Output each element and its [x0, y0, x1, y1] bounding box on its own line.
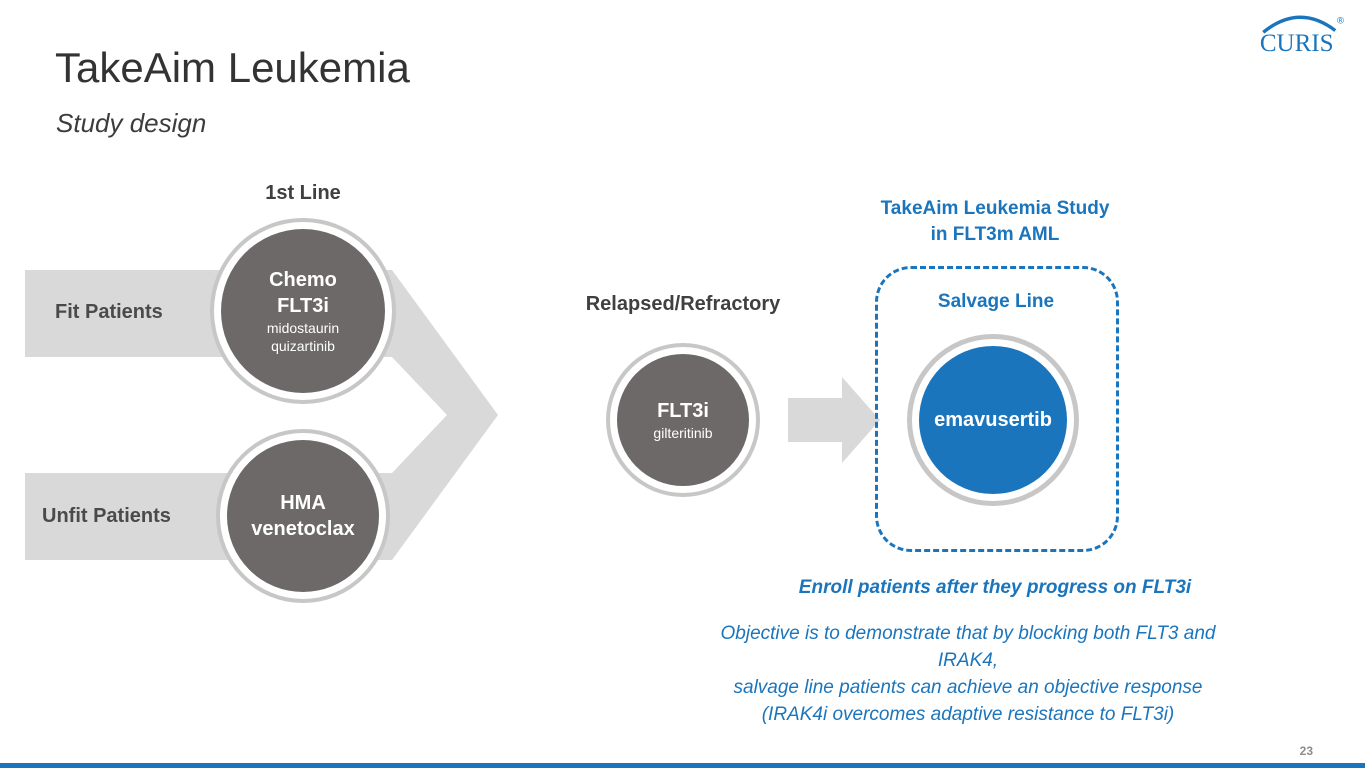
- hma-venetoclax-circle: HMA venetoclax: [227, 440, 379, 592]
- study-box-header: TakeAim Leukemia Study in FLT3m AML: [845, 196, 1145, 248]
- emavusertib-circle: emavusertib: [919, 346, 1067, 494]
- logo-registered-mark: ®: [1337, 15, 1344, 26]
- flt3i-gilteritinib-circle: FLT3i gilteritinib: [617, 354, 749, 486]
- logo-arc-icon: [1262, 15, 1337, 34]
- logo-text: CURIS: [1260, 30, 1334, 56]
- objective-line2: salvage line patients can achieve an obj…: [733, 677, 1203, 698]
- gilteritinib-line: gilteritinib: [653, 425, 713, 441]
- emavusertib-label: emavusertib: [934, 409, 1052, 431]
- first-line-label: 1st Line: [265, 182, 341, 204]
- hma-line: HMA: [280, 492, 326, 514]
- bottom-accent-bar: [0, 763, 1365, 768]
- objective-note: Objective is to demonstrate that by bloc…: [690, 620, 1246, 728]
- study-header-line1: TakeAim Leukemia Study: [880, 198, 1110, 219]
- venetoclax-line: venetoclax: [251, 518, 355, 540]
- midostaurin-line: midostaurin: [266, 320, 340, 336]
- curis-logo-icon: CURIS ®: [1260, 15, 1344, 57]
- relapsed-refractory-label: Relapsed/Refractory: [585, 293, 781, 315]
- slide-title: TakeAim Leukemia: [55, 44, 410, 91]
- page-number: 23: [1299, 744, 1313, 758]
- chemo-line: Chemo: [269, 269, 337, 291]
- converging-chevron-arrow: [392, 270, 498, 560]
- curis-logo: CURIS ®: [1253, 10, 1349, 61]
- right-arrow-head: [842, 377, 880, 463]
- flt3i-label: FLT3i: [657, 400, 709, 422]
- study-dashed-box: [875, 266, 1119, 552]
- objective-line3: (IRAK4i overcomes adaptive resistance to…: [761, 704, 1175, 725]
- chemo-flt3i-circle: Chemo FLT3i midostaurin quizartinib: [221, 229, 385, 393]
- fit-patients-label: Fit Patients: [55, 301, 163, 323]
- objective-line1: Objective is to demonstrate that by bloc…: [720, 623, 1216, 671]
- quizartinib-line: quizartinib: [271, 338, 335, 354]
- right-arrow-shaft: [788, 398, 842, 442]
- unfit-patients-label: Unfit Patients: [42, 505, 171, 527]
- flt3i-line: FLT3i: [277, 295, 329, 317]
- slide-subtitle: Study design: [56, 108, 207, 138]
- study-header-line2: in FLT3m AML: [930, 224, 1060, 245]
- enroll-note: Enroll patients after they progress on F…: [798, 577, 1192, 598]
- salvage-line-label: Salvage Line: [937, 291, 1055, 312]
